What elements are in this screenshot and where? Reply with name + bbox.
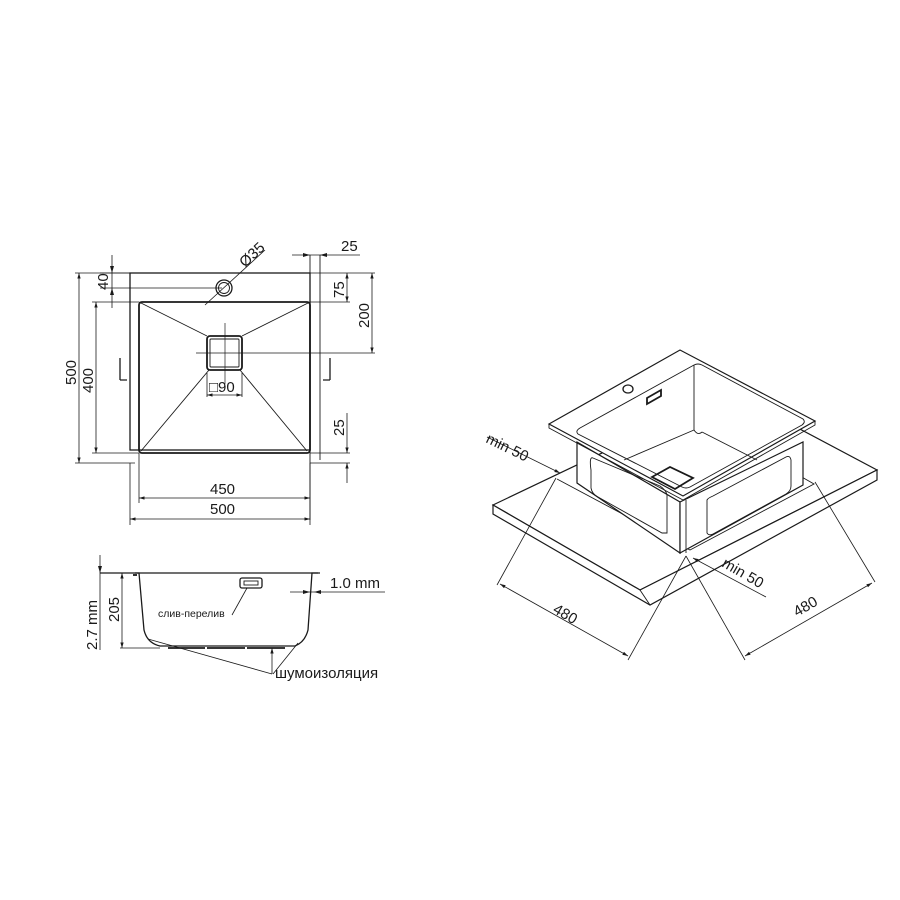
inner-bowl <box>138 301 311 454</box>
dim-480-left: 480 <box>550 601 580 628</box>
dim-40: 40 <box>95 273 112 290</box>
ext-line <box>627 555 687 661</box>
dim-thickness: 2.7 mm <box>84 600 101 650</box>
ext-line <box>814 481 876 583</box>
arrow <box>314 590 321 594</box>
arrow <box>98 566 102 573</box>
ext-line <box>685 555 746 661</box>
iso-overflow <box>646 388 662 406</box>
insulation-leader <box>147 638 273 675</box>
dim-line-480-left <box>499 583 629 657</box>
dim-200: 200 <box>356 303 373 328</box>
outer-rim <box>129 272 311 451</box>
dim-500-height: 500 <box>63 360 80 385</box>
slope-line <box>239 369 308 452</box>
bowl-profile <box>135 572 318 647</box>
hole-diameter-label: Ø35 <box>236 239 268 271</box>
bowl-corner-curve <box>693 429 703 435</box>
bowl-opening <box>576 363 805 489</box>
countertop-corner <box>639 589 651 606</box>
dim-min50-right: min 50 <box>719 555 766 592</box>
dim-500-width: 500 <box>210 501 235 518</box>
side-view: слив-перелив 2.7 mm 205 1.0 mm шумоизоля… <box>84 555 385 682</box>
hole-leader <box>204 249 266 306</box>
arrow <box>303 590 310 594</box>
section-mark-left <box>119 358 127 381</box>
arrow <box>303 253 310 257</box>
bowl-floor-left <box>623 429 695 461</box>
iso-drain <box>650 465 695 491</box>
ext-line <box>496 477 557 586</box>
dim-wall: 1.0 mm <box>330 575 380 592</box>
slope-line <box>138 301 208 337</box>
dim-480-right: 480 <box>791 593 821 620</box>
flange-thickness <box>548 421 816 501</box>
overflow-leader <box>231 587 248 616</box>
dim-25-top: 25 <box>341 238 358 255</box>
overflow-slot-inner <box>243 580 259 586</box>
arrow <box>110 288 114 295</box>
dim-75: 75 <box>331 281 348 298</box>
slope-line <box>241 301 311 337</box>
arrow <box>320 253 327 257</box>
insulation-label: шумоизоляция <box>275 665 378 682</box>
overflow-label: слив-перелив <box>158 608 225 620</box>
dim-line-min50-left <box>486 436 561 474</box>
top-view: Ø35 25 40 500 400 75 200 <box>63 238 375 525</box>
right-panel-recess <box>706 455 792 536</box>
overflow-slot <box>239 577 263 589</box>
dim-line-480-right <box>744 582 873 657</box>
isometric-view: min 50 480 min 50 480 <box>483 349 879 661</box>
iso-tap-hole <box>622 384 634 394</box>
section-mark-right <box>323 358 331 381</box>
bowl-floor-right <box>701 431 758 461</box>
slope-line <box>140 369 210 452</box>
dim-450: 450 <box>210 481 235 498</box>
dim-depth: 205 <box>106 597 123 622</box>
drain-size-label: □90 <box>209 379 235 396</box>
insulation-leader <box>272 642 299 675</box>
dim-min50-left: min 50 <box>483 430 531 465</box>
dim-400-height: 400 <box>80 368 97 393</box>
dim-25-side: 25 <box>331 419 348 436</box>
arrow <box>110 266 114 273</box>
